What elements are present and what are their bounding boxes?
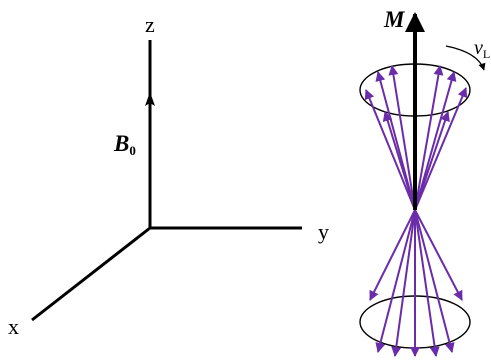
spin-vector xyxy=(414,65,444,211)
b0-arrowhead xyxy=(145,92,155,106)
spin-vector xyxy=(414,209,463,301)
magnetization-label: M xyxy=(384,8,404,31)
nu-subscript: L xyxy=(482,47,491,61)
spin-vector xyxy=(414,87,468,211)
lower-spin-vectors xyxy=(369,209,463,357)
spin-vector xyxy=(369,209,416,301)
spin-vector xyxy=(388,65,416,211)
b0-field-label: B0 xyxy=(114,132,136,157)
upper-spin-vectors xyxy=(364,65,468,211)
spin-vector xyxy=(414,209,455,353)
b0-subscript: 0 xyxy=(129,143,136,158)
z-axis-label: z xyxy=(145,12,155,37)
larmor-frequency-label: νL xyxy=(474,38,490,60)
nu-symbol: ν xyxy=(474,37,483,59)
coordinate-axes xyxy=(31,40,302,322)
spin-vector xyxy=(375,209,416,353)
spin-vector xyxy=(414,71,457,211)
precession-direction-arrow xyxy=(445,45,486,71)
b0-symbol: B xyxy=(114,131,130,156)
spin-vector xyxy=(391,209,416,357)
y-axis-label: y xyxy=(318,219,329,244)
spin-vector xyxy=(364,89,416,211)
x-axis xyxy=(31,226,151,322)
x-axis-label: x xyxy=(8,314,19,339)
spin-vector xyxy=(414,209,440,357)
spin-vector xyxy=(414,111,450,211)
m-symbol: M xyxy=(384,7,405,32)
spin-vector xyxy=(382,111,416,211)
